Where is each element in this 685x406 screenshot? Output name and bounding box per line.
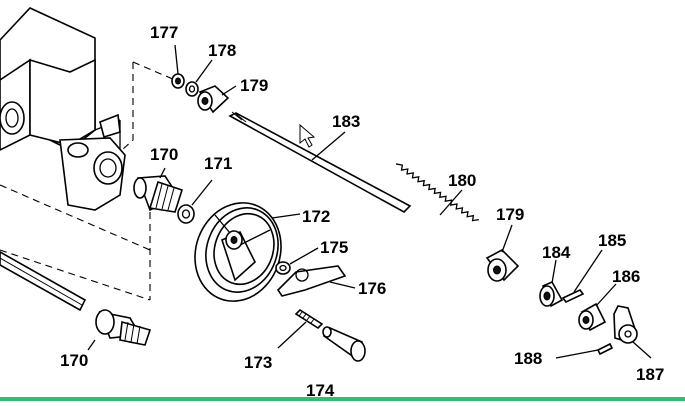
label-177: 177	[150, 23, 178, 42]
part-176-lever	[276, 265, 356, 297]
part-186-nut	[578, 283, 617, 332]
label-170-lower: 170	[60, 351, 88, 370]
label-171: 171	[204, 154, 232, 173]
part-177-nut	[171, 44, 185, 89]
part-170-upper-bushing	[133, 167, 184, 213]
part-175-washer	[275, 247, 319, 275]
part-180-spring	[395, 163, 479, 222]
label-179-right: 179	[496, 205, 524, 224]
label-176: 176	[358, 279, 386, 298]
part-173-stud	[277, 308, 324, 349]
label-184: 184	[542, 243, 571, 262]
label-175: 175	[320, 238, 348, 257]
label-173: 173	[244, 353, 272, 372]
part-174-grip	[322, 326, 366, 362]
part-labels: 177 178 179 183 170 171 180 172 179 185 …	[60, 23, 664, 400]
part-187-cam-lever	[613, 305, 652, 359]
label-180: 180	[448, 171, 476, 190]
axis-line-top	[132, 61, 176, 81]
part-184-collar	[539, 259, 564, 308]
assembly-bracket-dashed	[121, 62, 134, 151]
label-174: 174	[306, 381, 335, 400]
window-bottom-border	[0, 397, 685, 401]
label-170-upper: 170	[150, 145, 178, 164]
part-188-pin	[555, 342, 614, 359]
part-179-sleeve-right	[485, 224, 520, 282]
label-188: 188	[514, 349, 542, 368]
part-171-washer	[177, 179, 213, 224]
housing-block	[0, 7, 151, 301]
part-179-sleeve-top	[197, 85, 237, 114]
part-178-washer	[185, 59, 213, 97]
label-172: 172	[302, 207, 330, 226]
part-170-lower-bushing	[87, 309, 152, 351]
label-187: 187	[636, 365, 664, 384]
part-183-rod	[228, 111, 412, 213]
part-185-set-screw	[561, 249, 603, 304]
arrow-cursor-icon	[299, 123, 316, 148]
label-183: 183	[332, 112, 360, 131]
label-186: 186	[612, 267, 640, 286]
part-172-handwheel	[194, 202, 301, 302]
label-179-top: 179	[240, 76, 268, 95]
long-shaft	[0, 251, 87, 312]
label-185: 185	[598, 231, 626, 250]
label-178: 178	[208, 41, 236, 60]
